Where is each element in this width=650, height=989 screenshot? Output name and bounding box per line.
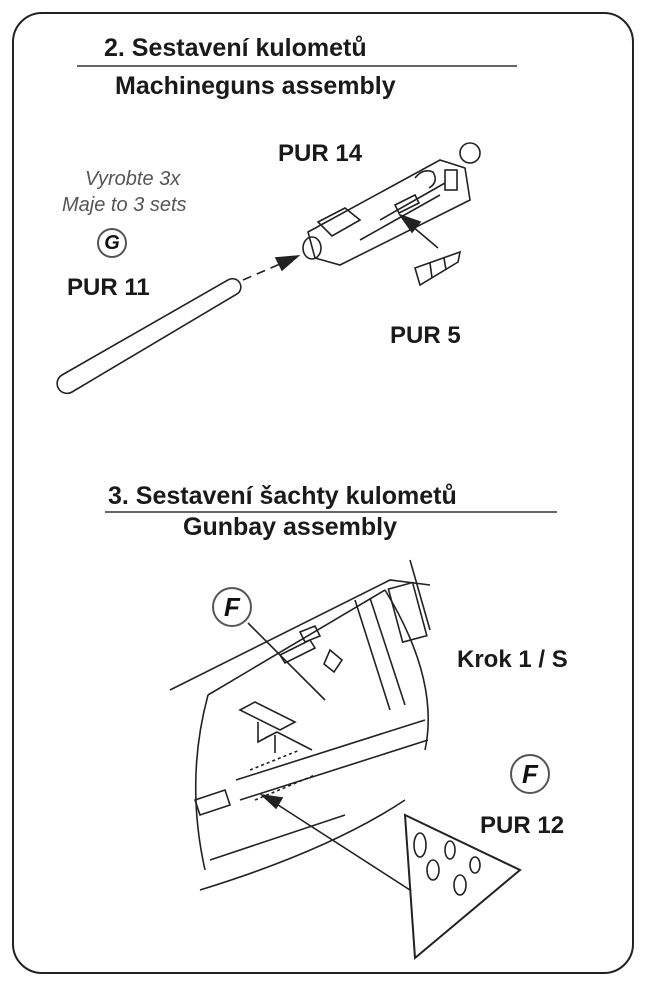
step2-title-cz: 2. Sestavení kulometů: [104, 34, 367, 62]
part-label-pur14: PUR 14: [278, 140, 363, 167]
step2-title-divider: [77, 65, 517, 67]
step2-note-en: Maje to 3 sets: [62, 194, 187, 216]
leader-line-f: [247, 622, 326, 701]
pointer-arrow-pur12: [259, 793, 411, 891]
step2-note-cz: Vyrobte 3x: [85, 168, 181, 190]
gun-body-part-drawing: [302, 142, 481, 266]
part-label-pur5: PUR 5: [390, 322, 461, 349]
page-border: [12, 12, 634, 974]
small-part-pur5-drawing: [414, 250, 462, 287]
part-label-pur12: PUR 12: [480, 812, 565, 839]
pur12-part-drawing: [403, 813, 522, 961]
barrel-part-drawing: [56, 277, 242, 395]
gunbay-drawing: [169, 559, 431, 891]
sprue-g-badge: G: [97, 228, 127, 258]
step3-title-cz: 3. Sestavení šachty kulometů: [108, 482, 457, 510]
part-label-pur11: PUR 11: [67, 274, 150, 301]
assembly-arrow-dashed: [242, 254, 301, 281]
step-reference-label: Krok 1 / S: [457, 646, 568, 673]
step3-title-en: Gunbay assembly: [183, 513, 397, 541]
step3-title-divider: [105, 511, 557, 513]
sprue-f-badge-top: F: [212, 587, 252, 627]
step2-title-en: Machineguns assembly: [115, 72, 396, 100]
sprue-f-badge-bottom: F: [510, 754, 550, 794]
insert-arrow: [397, 213, 439, 249]
